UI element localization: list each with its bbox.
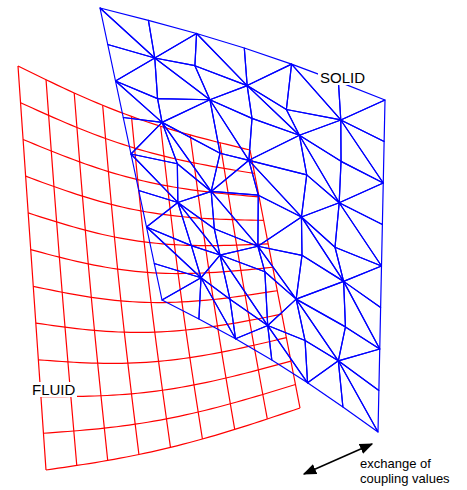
solid-triangle [116,58,158,99]
solid-triangle [344,266,382,308]
solid-triangle [236,326,272,360]
solid-triangle [162,278,201,319]
solid-triangle [244,48,291,86]
fluid-grid-line [74,93,108,461]
fluid-grid-line [41,361,291,396]
solid-triangle [344,281,380,349]
solid-triangle [162,122,211,191]
solid-triangle [220,255,268,326]
solid-triangle [344,281,381,349]
solid-triangle [299,135,339,203]
label: FLUID [30,382,77,397]
solid-triangle [258,246,296,299]
solid-triangle [296,281,345,327]
solid-triangle [335,247,381,281]
solid-triangle [338,361,379,432]
solid-triangle [339,161,383,202]
solid-triangle [268,326,308,383]
solid-triangle [155,58,210,100]
fluid-grid-line [18,66,46,470]
fluid-grid-line [38,338,286,364]
solid-triangle [339,183,383,225]
solid-triangle [338,349,379,391]
solid-triangle [139,191,178,228]
fluid-grid-line [46,80,77,466]
label: exchange of coupling values [358,456,466,486]
fluid-grid-line [103,105,139,454]
solid-triangle [195,33,247,85]
solid-triangle [249,160,307,217]
fluid-grid-line [26,176,264,220]
solid-triangle [338,361,378,432]
solid-triangle [338,327,379,361]
solid-triangle [195,66,247,100]
solid-triangle [211,153,249,191]
solid-triangle [155,33,197,65]
solid-mesh [100,8,385,432]
solid-triangle [131,122,177,163]
solid-triangle [148,20,196,58]
solid-triangle [296,255,343,299]
solid-triangle [211,160,258,195]
solid-triangle [299,135,341,203]
solid-triangle [116,81,163,122]
solid-triangle [201,255,230,299]
solid-triangle [155,58,210,100]
solid-triangle [268,326,308,383]
fluid-grid-line [220,143,267,419]
label: SOLID [318,70,367,85]
solid-triangle [162,122,220,191]
solid-triangle [341,120,383,183]
solid-triangle [123,118,162,155]
solid-triangle [199,278,236,339]
solid-triangle [301,217,343,281]
solid-triangle [211,191,258,246]
solid-triangle [178,202,220,255]
fluid-grid-line [46,408,300,470]
fluid-mesh [18,66,300,470]
solid-triangle [158,99,210,123]
solid-triangle [220,246,265,272]
solid-triangle [338,82,385,120]
solid-triangle [341,120,384,183]
fluid-grid-line [43,385,295,434]
solid-triangle [296,299,345,361]
solid-triangle [308,361,343,407]
fluid-grid-line [33,286,277,302]
solid-triangle [247,64,291,109]
solid-triangle [301,175,339,217]
solid-triangle [258,217,302,255]
solid-triangle [265,272,296,326]
fluid-grid-line [161,126,203,439]
solid-triangle [211,191,258,246]
solid-triangle [116,81,163,122]
solid-triangle [299,120,341,161]
fluid-grid-line [36,314,282,332]
solid-triangle [249,160,302,217]
solid-triangle [296,299,338,361]
fluid-grid-line [21,103,255,174]
solid-triangle [178,202,220,255]
solid-triangle [305,341,338,383]
solid-triangle [220,255,268,326]
solid-triangle [341,100,385,142]
solid-triangle [301,217,343,281]
